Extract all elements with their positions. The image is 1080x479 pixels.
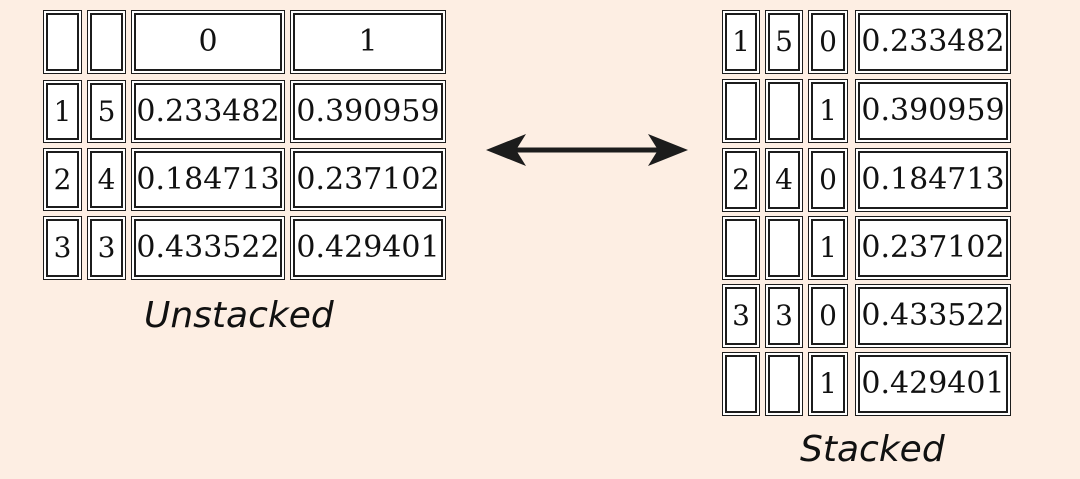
table-cell: 1 (722, 10, 760, 74)
table-cell: 4 (87, 148, 126, 211)
table-cell (87, 10, 126, 74)
table-cell (765, 352, 803, 416)
table-cell: 3 (43, 216, 82, 280)
table-cell (43, 10, 82, 74)
unstacked-caption: Unstacked (144, 295, 334, 336)
table-cell (722, 79, 760, 143)
table-cell: 4 (765, 148, 803, 212)
table-cell: 1 (43, 80, 82, 143)
table-cell: 1 (808, 216, 848, 280)
stacked-caption: Stacked (800, 429, 945, 470)
table-cell: 3 (765, 284, 803, 348)
table-cell: 0.390959 (290, 80, 446, 143)
table-cell: 2 (722, 148, 760, 212)
double-arrow-icon (486, 134, 688, 166)
table-cell: 1 (808, 352, 848, 416)
table-cell: 0.233482 (131, 80, 285, 143)
table-cell (765, 79, 803, 143)
table-cell: 0.429401 (290, 216, 446, 280)
table-cell (722, 352, 760, 416)
table-cell: 2 (43, 148, 82, 211)
table-cell: 3 (722, 284, 760, 348)
table-cell: 0.433522 (131, 216, 285, 280)
table-cell (722, 216, 760, 280)
table-cell: 0.429401 (855, 352, 1011, 416)
table-cell: 0.390959 (855, 79, 1011, 143)
table-cell (765, 216, 803, 280)
table-cell: 5 (87, 80, 126, 143)
table-cell: 1 (808, 79, 848, 143)
table-cell: 0 (808, 148, 848, 212)
table-cell: 0.433522 (855, 284, 1011, 348)
table-cell: 0.233482 (855, 10, 1011, 74)
table-cell: 0 (131, 10, 285, 74)
table-cell: 0.237102 (290, 148, 446, 211)
table-cell: 3 (87, 216, 126, 280)
table-cell: 0 (808, 284, 848, 348)
table-cell: 5 (765, 10, 803, 74)
table-cell: 0.184713 (855, 148, 1011, 212)
table-cell: 0 (808, 10, 848, 74)
table-cell: 0.184713 (131, 148, 285, 211)
table-cell: 1 (290, 10, 446, 74)
table-cell: 0.237102 (855, 216, 1011, 280)
